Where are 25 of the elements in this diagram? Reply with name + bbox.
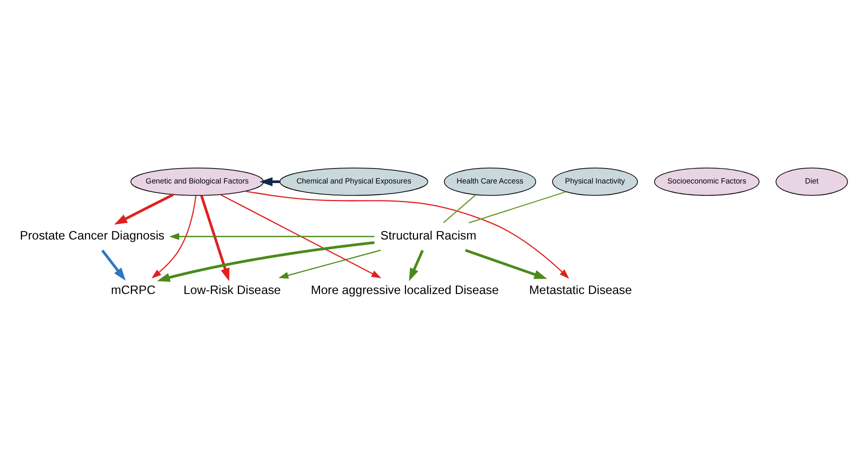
connector (442, 194, 476, 223)
arrow (220, 194, 381, 278)
node-text: Low-Risk Disease (183, 282, 280, 297)
arrow (100, 249, 126, 280)
node-ellipse: Physical Inactivity (552, 167, 638, 196)
arrow (200, 194, 229, 281)
node-text: Metastatic Disease (528, 282, 632, 297)
arrow (114, 192, 174, 224)
arrow (244, 190, 569, 278)
node-text: Structural Racism (380, 228, 476, 242)
node-ellipse: Diet (775, 167, 848, 196)
node-text: Prostate Cancer Diagnosis (19, 228, 164, 242)
arrow (150, 195, 196, 278)
arrow (168, 232, 374, 240)
node-ellipse: Chemical and Physical Exposures (279, 167, 428, 196)
arrow (464, 248, 547, 278)
node-ellipse: Genetic and Biological Factors (130, 167, 264, 196)
node-text: mCRPC (110, 282, 156, 297)
arrow (156, 240, 374, 282)
arrow (278, 249, 380, 278)
node-ellipse: Health Care Access (443, 167, 536, 196)
arrow (408, 249, 424, 281)
node-ellipse: Socioeconomic Factors (654, 167, 759, 196)
node-text: More aggressive localized Disease (310, 282, 498, 297)
connector (468, 190, 566, 223)
